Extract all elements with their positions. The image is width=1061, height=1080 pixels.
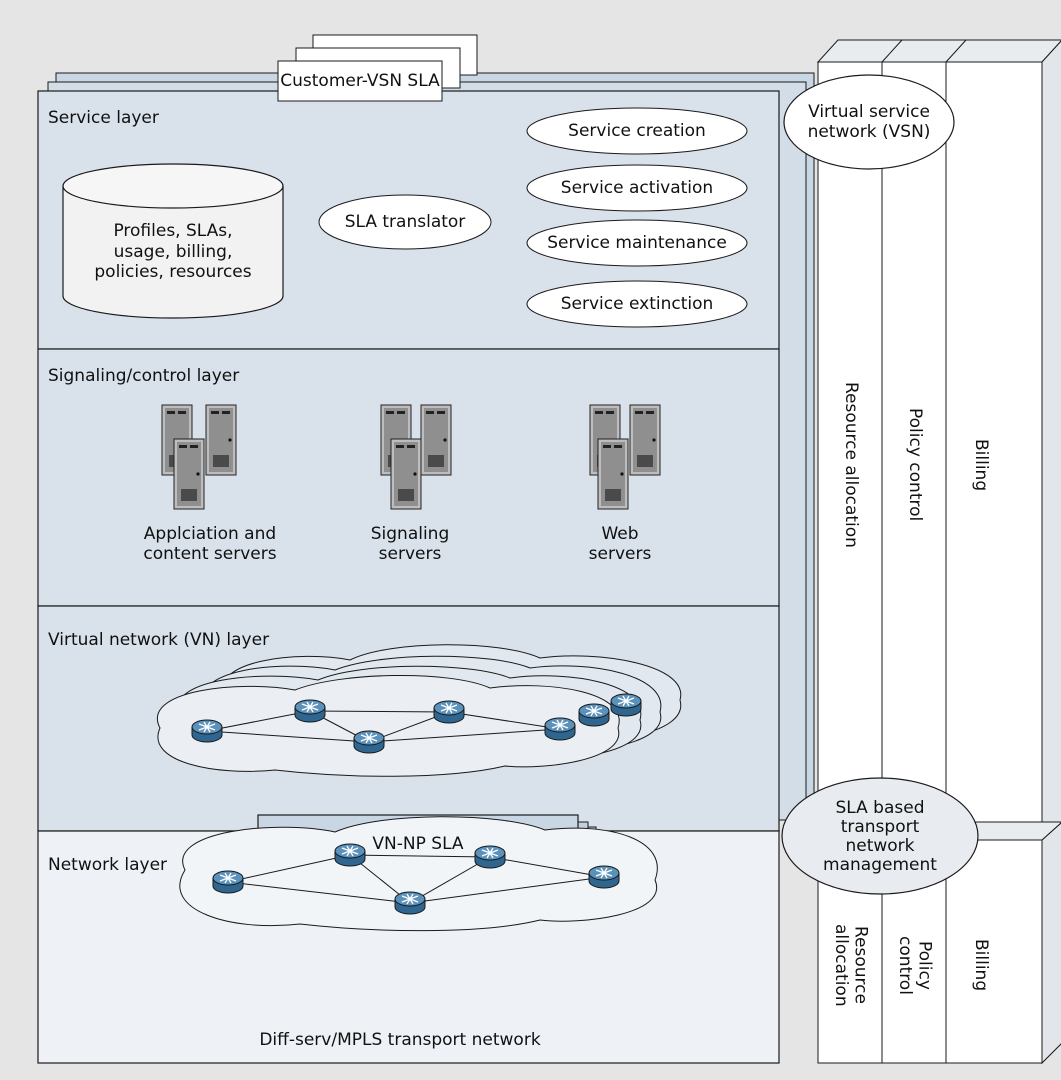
billing-lower-column: Billing — [970, 938, 991, 992]
transport-network-caption: Diff-serv/MPLS transport network — [259, 1029, 541, 1050]
router-icon — [544, 717, 576, 741]
sla-translator-label: SLA translator — [344, 211, 466, 232]
vsn-ellipse — [783, 74, 955, 170]
router-icon — [212, 870, 244, 894]
policy-control-lower-column: Policy control — [895, 935, 935, 995]
customer-vsn-sla-label: Customer-VSN SLA — [280, 70, 440, 91]
service-extinction-label: Service extinction — [560, 293, 714, 314]
network-layer-title: Network layer — [48, 855, 168, 875]
vsn-label: Virtual service network (VSN) — [807, 101, 931, 142]
transport-management-ellipse — [781, 777, 979, 895]
service-activation-ellipse — [526, 164, 748, 212]
vn-layer-title: Virtual network (VN) layer — [48, 630, 270, 650]
service-maintenance-ellipse — [526, 219, 748, 267]
customer-vsn-sla-box — [277, 60, 443, 102]
resource-allocation-column: Resource allocation — [840, 382, 861, 548]
router-icon — [578, 703, 610, 727]
policy-control-column: Policy control — [904, 408, 925, 522]
router-icon — [191, 719, 223, 743]
vn-clouds-front — [157, 674, 642, 777]
service-activation-label: Service activation — [560, 177, 714, 198]
vn-np-sla-label: VN-NP SLA — [372, 833, 464, 854]
management-block — [816, 39, 1061, 1065]
router-icon — [294, 699, 326, 723]
router-icon — [588, 865, 620, 889]
database-cylinder — [62, 163, 284, 319]
billing-column: Billing — [970, 438, 991, 492]
service-creation-ellipse — [526, 107, 748, 155]
signaling-layer-title: Signaling/control layer — [48, 366, 240, 386]
service-extinction-ellipse — [526, 280, 748, 328]
resource-allocation-lower-column: Resource allocation — [831, 923, 871, 1007]
application-servers-label: Applciation and content servers — [143, 523, 277, 564]
database-label: Profiles, SLAs, usage, billing, policies… — [94, 221, 252, 283]
signaling-servers-label: Signaling servers — [370, 523, 450, 564]
service-layer-title: Service layer — [48, 108, 159, 128]
service-creation-label: Service creation — [568, 120, 706, 141]
sla-translator-ellipse — [318, 194, 492, 250]
service-maintenance-label: Service maintenance — [547, 232, 727, 253]
router-icon — [610, 693, 642, 717]
router-icon — [353, 730, 385, 754]
router-icon — [433, 700, 465, 724]
web-servers-label: Web servers — [588, 523, 652, 564]
transport-management-label: SLA based transport network management — [823, 797, 937, 876]
router-icon — [394, 891, 426, 915]
transport-network-cloud — [179, 816, 658, 932]
